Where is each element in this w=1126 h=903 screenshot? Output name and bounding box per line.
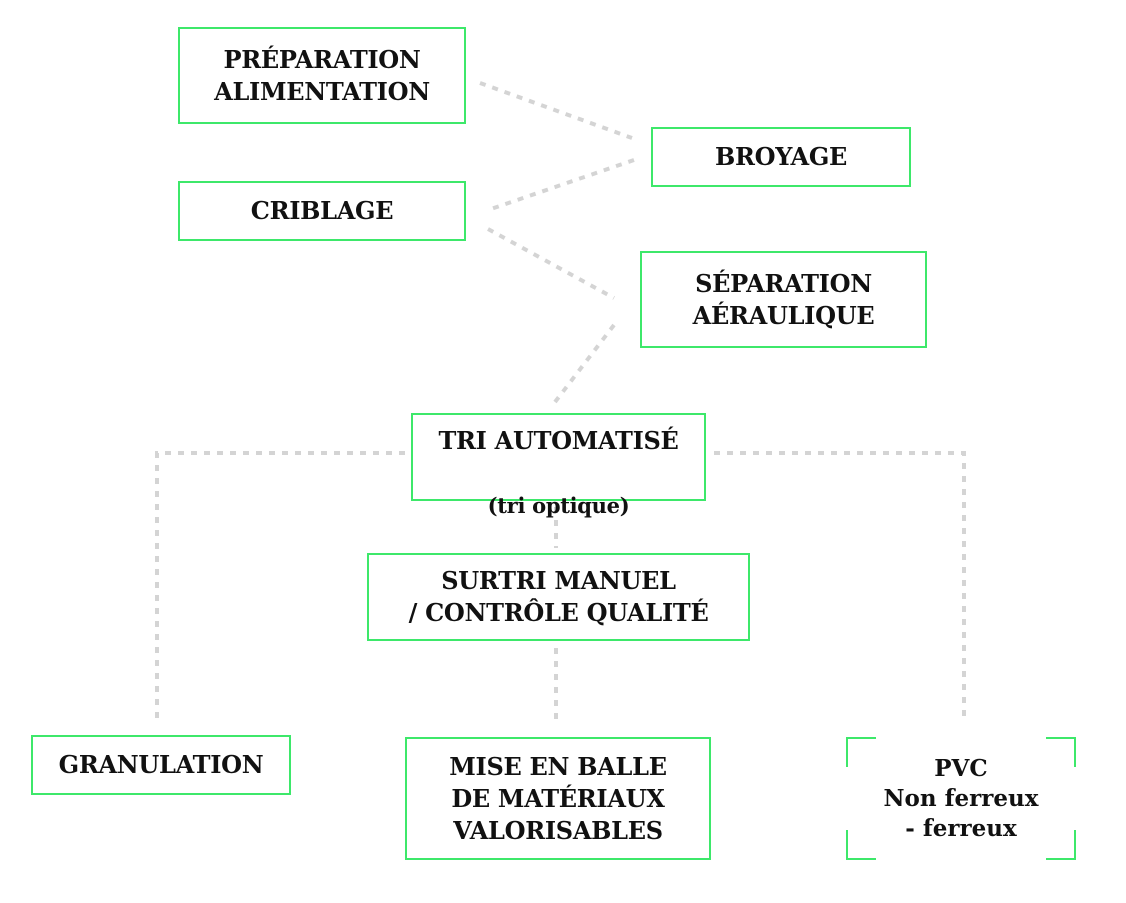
node-label: PRÉPARATION ALIMENTATION <box>214 44 430 106</box>
node-separation-aeraulique: SÉPARATION AÉRAULIQUE <box>640 251 927 348</box>
tri-subtitle: (tri optique) <box>487 492 630 518</box>
connector-preparation-broyage <box>479 81 633 140</box>
node-surtri-manuel: SURTRI MANUEL / CONTRÔLE QUALITÉ <box>367 553 750 641</box>
node-label: SURTRI MANUEL / CONTRÔLE QUALITÉ <box>408 566 709 627</box>
node-label: BROYAGE <box>714 142 848 171</box>
node-preparation-alimentation: PRÉPARATION ALIMENTATION <box>178 27 466 124</box>
node-criblage: CRIBLAGE <box>178 181 466 241</box>
node-tri-automatise: TRI AUTOMATISÉ (tri optique) <box>411 413 706 518</box>
corner-bracket <box>846 737 876 767</box>
node-pvc-ferreux: PVC Non ferreux - ferreux <box>846 737 1076 860</box>
connector-separation-tri <box>553 323 616 404</box>
corner-bracket <box>1046 830 1076 860</box>
tri-title: TRI AUTOMATISÉ <box>438 425 679 455</box>
node-mise-en-balle: MISE EN BALLE DE MATÉRIAUX VALORISABLES <box>405 737 711 860</box>
node-label: TRI AUTOMATISÉ (tri optique) <box>438 393 678 522</box>
node-label: SÉPARATION AÉRAULIQUE <box>692 268 875 330</box>
connector-broyage-criblage <box>487 158 635 212</box>
connector-tri-granulation <box>155 451 405 722</box>
corner-bracket <box>846 830 876 860</box>
connector-criblage-separation <box>487 227 615 300</box>
corner-bracket <box>1046 737 1076 767</box>
node-granulation: GRANULATION <box>31 735 291 795</box>
node-label: CRIBLAGE <box>250 196 394 225</box>
node-label: GRANULATION <box>58 750 264 779</box>
node-label: PVC Non ferreux - ferreux <box>883 754 1039 842</box>
connector-tri-pvc <box>714 451 966 722</box>
node-label: MISE EN BALLE DE MATÉRIAUX VALORISABLES <box>449 751 667 845</box>
node-broyage: BROYAGE <box>651 127 911 187</box>
